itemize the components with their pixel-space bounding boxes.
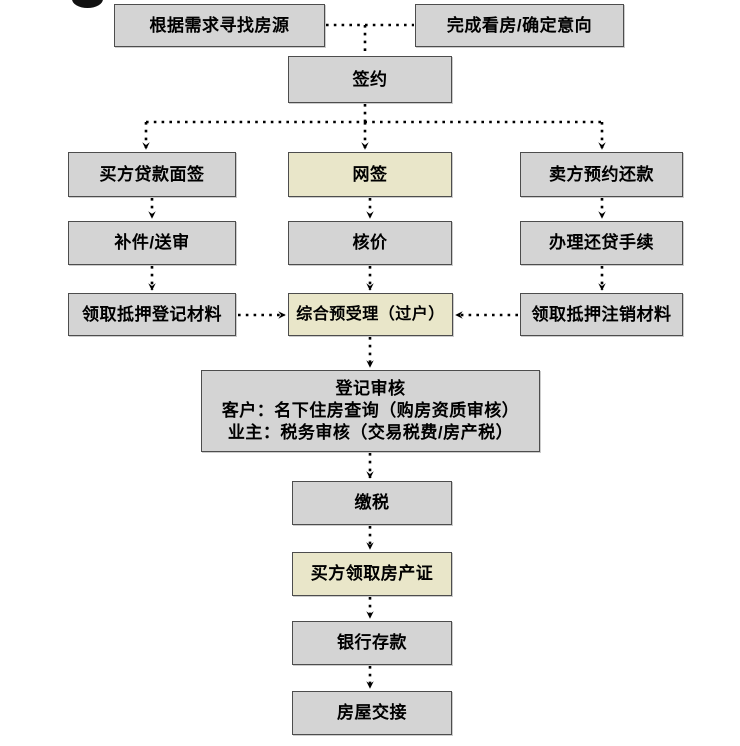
registration-review-customer-line: 客户：名下住房查询（购房资质审核）: [221, 400, 520, 420]
node-view-confirm[interactable]: 完成看房/确定意向: [415, 4, 624, 47]
node-supplement-review[interactable]: 补件/送审: [68, 221, 236, 265]
node-pay-tax[interactable]: 缴税: [292, 481, 452, 525]
node-buyer-loan-sign[interactable]: 买方贷款面签: [68, 152, 236, 197]
node-bank-deposit[interactable]: 银行存款: [292, 621, 452, 665]
registration-review-title: 登记审核: [335, 378, 406, 398]
node-comprehensive-pre-acceptance[interactable]: 综合预受理（过户）: [288, 293, 453, 336]
node-get-mortgage-cancellation-materials[interactable]: 领取抵押注销材料: [520, 293, 683, 336]
node-handle-repayment[interactable]: 办理还贷手续: [520, 221, 683, 265]
node-price-check[interactable]: 核价: [288, 221, 452, 265]
node-get-mortgage-registration-materials[interactable]: 领取抵押登记材料: [68, 293, 236, 336]
registration-review-owner-line: 业主：税务审核（交易税费/房产税）: [227, 423, 514, 443]
node-registration-review[interactable]: 登记审核 客户：名下住房查询（购房资质审核） 业主：税务审核（交易税费/房产税）: [201, 370, 540, 452]
node-find-house[interactable]: 根据需求寻找房源: [114, 4, 325, 47]
node-seller-repay-appointment[interactable]: 卖方预约还款: [520, 152, 683, 197]
node-online-sign[interactable]: 网签: [288, 152, 452, 197]
node-house-handover[interactable]: 房屋交接: [292, 691, 452, 735]
node-sign-contract[interactable]: 签约: [288, 56, 452, 103]
node-buyer-get-property-deed[interactable]: 买方领取房产证: [292, 552, 452, 596]
cropped-circle-decoration: [72, 0, 103, 8]
